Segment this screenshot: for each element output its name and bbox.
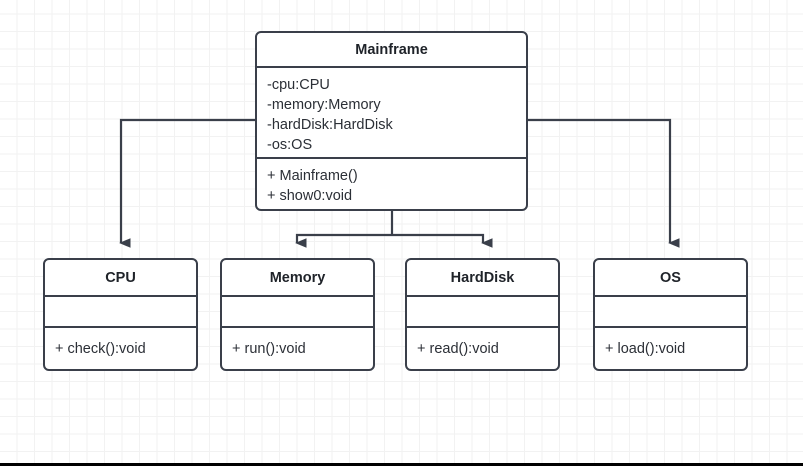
attribute-item: -hardDisk:HardDisk <box>267 117 393 133</box>
operation-item: + load():void <box>605 341 686 357</box>
uml-class-harddisk[interactable]: HardDisk + read():void <box>405 258 560 371</box>
operation-item: + Mainframe() <box>267 168 358 184</box>
uml-class-os[interactable]: OS + load():void <box>593 258 748 371</box>
operation-item: + check():void <box>55 341 146 357</box>
uml-class-mainframe[interactable]: Mainframe -cpu:CPU -memory:Memory -hardD… <box>255 31 528 211</box>
class-attributes-os <box>595 297 746 328</box>
connector-mainframe-to-memory <box>295 233 392 248</box>
class-attributes-cpu <box>45 297 196 328</box>
class-operations-memory: + run():void <box>222 328 373 369</box>
operation-item: + run():void <box>232 341 306 357</box>
class-operations-harddisk: + read():void <box>407 328 558 369</box>
uml-class-memory[interactable]: Memory + run():void <box>220 258 375 371</box>
class-operations-cpu: + check():void <box>45 328 196 369</box>
uml-class-cpu[interactable]: CPU + check():void <box>43 258 198 371</box>
class-operations-mainframe: + Mainframe() + show0:void <box>257 159 526 209</box>
class-attributes-memory <box>222 297 373 328</box>
connector-mainframe-to-cpu <box>119 118 255 248</box>
class-operations-os: + load():void <box>595 328 746 369</box>
operation-item: + show0:void <box>267 188 353 204</box>
class-title-memory: Memory <box>222 260 373 297</box>
connector-mainframe-to-os <box>528 118 680 248</box>
attribute-item: -cpu:CPU <box>267 77 330 93</box>
class-attributes-harddisk <box>407 297 558 328</box>
class-title-mainframe: Mainframe <box>257 33 526 68</box>
attribute-item: -memory:Memory <box>267 97 381 113</box>
class-title-harddisk: HardDisk <box>407 260 558 297</box>
class-title-cpu: CPU <box>45 260 196 297</box>
attribute-item: -os:OS <box>267 137 313 153</box>
class-attributes-mainframe: -cpu:CPU -memory:Memory -hardDisk:HardDi… <box>257 68 526 159</box>
operation-item: + read():void <box>417 341 499 357</box>
class-title-os: OS <box>595 260 746 297</box>
connector-mainframe-to-harddisk <box>392 233 493 248</box>
